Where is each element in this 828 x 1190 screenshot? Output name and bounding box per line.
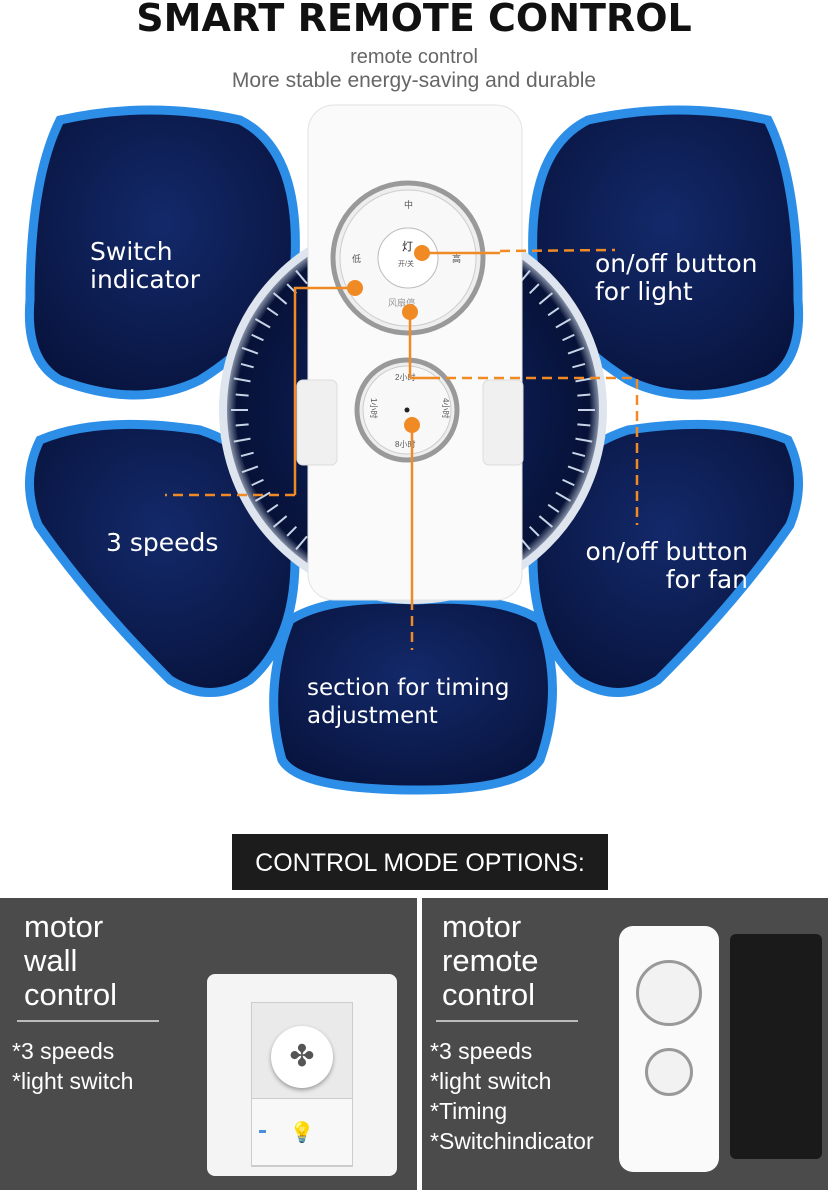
callout-speeds: 3 speeds xyxy=(106,528,219,557)
dial-tick xyxy=(240,451,254,458)
remote-image xyxy=(619,926,719,1172)
dial-tick xyxy=(272,292,288,305)
dial-tick xyxy=(575,437,593,443)
dial-tick xyxy=(254,318,271,329)
svg-text:1小时: 1小时 xyxy=(369,398,379,418)
svg-text:灯: 灯 xyxy=(402,240,413,253)
receiver-image xyxy=(730,934,822,1159)
dial-tick xyxy=(233,437,251,443)
dial-tick xyxy=(562,478,575,487)
remote-diagram: 中 低 高 灯 开/关 风扇停 2小时 8小时 1小时 4小时 xyxy=(24,104,804,795)
dial-tick xyxy=(572,362,586,369)
petal-mid-right xyxy=(528,419,803,697)
dial-tick xyxy=(240,362,254,369)
dial-tick xyxy=(572,451,586,458)
dial-tick xyxy=(254,491,271,502)
dial-tick xyxy=(295,535,308,551)
dial-tick xyxy=(555,491,572,502)
dial-tick xyxy=(538,515,554,528)
dial-tick xyxy=(528,283,540,295)
subtitle: remote control xyxy=(350,46,478,68)
dial-tick xyxy=(575,377,593,383)
dial-tick xyxy=(555,318,572,329)
dial-tick xyxy=(528,525,540,537)
dial-tick xyxy=(562,333,575,342)
light-bulb-icon: 💡 xyxy=(251,1098,353,1166)
wall-switch: ✤ 💡 xyxy=(207,974,397,1176)
dial-tick xyxy=(235,423,249,427)
remote-body xyxy=(307,104,523,601)
dial-tick xyxy=(538,292,554,305)
dial-tick xyxy=(251,333,264,342)
svg-text:8小时: 8小时 xyxy=(395,439,415,449)
dial-tick xyxy=(286,525,298,537)
petal-mid-left xyxy=(25,419,300,697)
fan-dial-knob: ✤ xyxy=(271,1026,333,1088)
dial-tick xyxy=(547,503,560,513)
svg-text:4小时: 4小时 xyxy=(441,398,451,418)
dial-tick xyxy=(241,465,259,474)
dial-tick xyxy=(266,307,279,317)
dial-tick xyxy=(235,393,249,397)
petal-top-left xyxy=(24,105,300,400)
dial-tick xyxy=(547,307,560,317)
dial-tick xyxy=(251,478,264,487)
dial-tick xyxy=(295,269,308,285)
svg-text:风扇停: 风扇停 xyxy=(388,297,415,308)
switch-indicator-line xyxy=(293,286,355,495)
dial-tick xyxy=(233,377,251,383)
svg-text:低: 低 xyxy=(352,253,361,264)
dial-tick xyxy=(272,515,288,528)
page-title: SMART REMOTE CONTROL xyxy=(136,0,692,40)
svg-text:2小时: 2小时 xyxy=(395,372,415,382)
dial-tick xyxy=(567,346,585,355)
dial-tick xyxy=(241,346,259,355)
dial-tick xyxy=(577,423,591,427)
section-heading: CONTROL MODE OPTIONS: xyxy=(232,834,608,890)
svg-text:中: 中 xyxy=(404,199,413,210)
dial-tick xyxy=(567,465,585,474)
dial-tick xyxy=(577,393,591,397)
svg-text:开/关: 开/关 xyxy=(398,259,414,268)
petal-top-right xyxy=(528,105,804,400)
tagline: More stable energy-saving and durable xyxy=(231,69,597,92)
svg-text:高: 高 xyxy=(452,253,461,264)
dial-tick xyxy=(266,503,279,513)
